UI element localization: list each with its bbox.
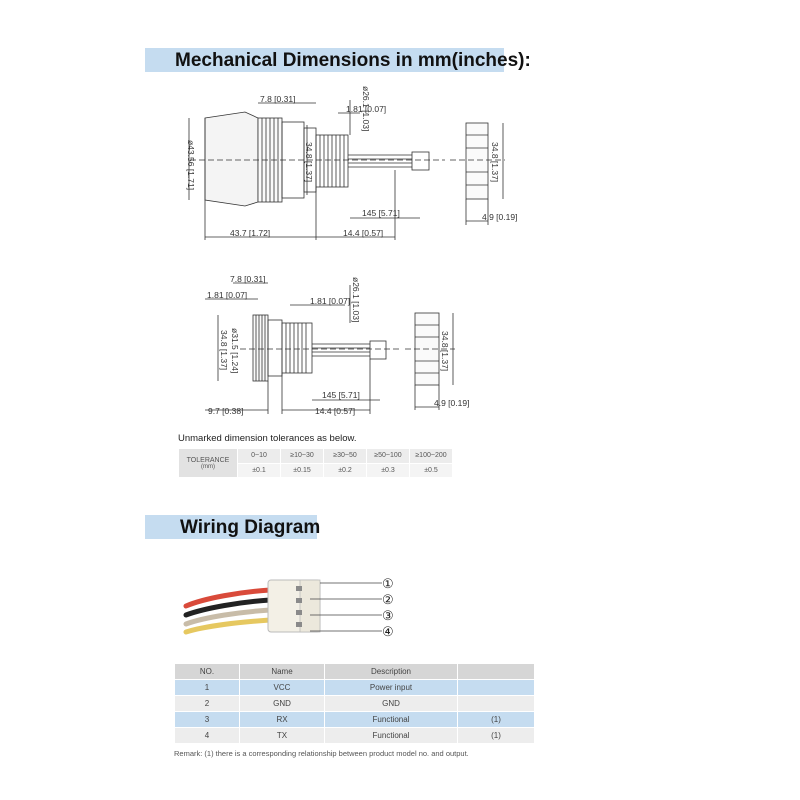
d2-dim-cable: 145 [5.71] xyxy=(322,390,360,400)
wire-2 xyxy=(183,597,273,618)
d1-dim-side: 34.8 [1.37] xyxy=(490,142,500,182)
row-extra: (1) xyxy=(457,727,535,744)
wiring-remark: Remark: (1) there is a corresponding rel… xyxy=(174,749,469,758)
d1-dim-top: 7.8 [0.31] xyxy=(260,94,295,104)
d1-dim-dia-top: ø26.1 [1.03] xyxy=(361,86,371,131)
tolerance-value: ±0.1 xyxy=(237,462,281,478)
tolerance-header-unit: (mm) xyxy=(201,463,215,470)
wire-1 xyxy=(183,587,273,609)
row-no: 2 xyxy=(174,695,240,712)
row-name: RX xyxy=(239,711,325,728)
d1-dim-small: 1.81 [0.07] xyxy=(346,104,386,114)
d2-dim-mid-small: 1.81 [0.07] xyxy=(310,296,350,306)
tolerance-range: ≥50~100 xyxy=(366,448,410,464)
pin-label: ① xyxy=(382,576,394,591)
wiring-row: 2 GND GND xyxy=(174,695,535,712)
tolerance-header: TOLERANCE (mm) xyxy=(178,448,238,478)
d2-dim-dia-inner: ø31.5 [1.24] xyxy=(230,328,240,373)
tolerance-note: Unmarked dimension tolerances as below. xyxy=(178,433,357,444)
connector-pin xyxy=(296,586,302,591)
row-description: GND xyxy=(324,695,458,712)
d1-dim-cable: 145 [5.71] xyxy=(362,208,400,218)
d1-dim-side-width: 4.9 [0.19] xyxy=(482,212,517,222)
row-name: GND xyxy=(239,695,325,712)
col-extra xyxy=(457,663,535,680)
row-no: 1 xyxy=(174,679,240,696)
d2-dim-top: 7.8 [0.31] xyxy=(230,274,265,284)
tolerance-value: ±0.2 xyxy=(323,462,367,478)
wiring-table: NO. Name Description 1 VCC Power input 2… xyxy=(174,663,535,744)
tolerance-range: ≥100~200 xyxy=(409,448,453,464)
d1-dim-bottom-right: 14.4 [0.57] xyxy=(343,228,383,238)
d2-dim-left-small: 1.81 [0.07] xyxy=(207,290,247,300)
tolerance-table: TOLERANCE (mm) 0~10 ≥10~30 ≥30~50 ≥50~10… xyxy=(178,448,453,478)
tolerance-value: ±0.15 xyxy=(280,462,324,478)
d2-dim-side-width: 4.9 [0.19] xyxy=(434,398,469,408)
tolerance-range: ≥30~50 xyxy=(323,448,367,464)
mechanical-banner: Mechanical Dimensions in mm(inches): xyxy=(145,48,531,72)
tolerance-value: ±0.3 xyxy=(366,462,410,478)
connector-pin xyxy=(296,610,302,615)
tolerance-header-label: TOLERANCE xyxy=(186,456,230,464)
wiring-row: 4 TX Functional (1) xyxy=(174,727,535,744)
row-no: 4 xyxy=(174,727,240,744)
d2-dim-side: 34.8 [1.37] xyxy=(440,331,450,371)
mechanical-drawing-2: 7.8 [0.31] 1.81 [0.07] 1.81 [0.07] ø26.1… xyxy=(205,274,469,416)
tolerance-range: 0~10 xyxy=(237,448,281,464)
pin-label: ④ xyxy=(382,624,394,639)
d2-dim-dia-top: ø26.1 [1.03] xyxy=(351,277,361,322)
pin-label: ③ xyxy=(382,608,394,623)
pin-label: ② xyxy=(382,592,394,607)
wiring-illustration: ① ② ③ ④ xyxy=(183,576,394,639)
row-extra xyxy=(457,695,535,712)
row-no: 3 xyxy=(174,711,240,728)
row-description: Functional xyxy=(324,727,458,744)
row-description: Functional xyxy=(324,711,458,728)
row-name: TX xyxy=(239,727,325,744)
wiring-banner: Wiring Diagram xyxy=(145,515,321,539)
connector-pin xyxy=(296,598,302,603)
wiring-row: 3 RX Functional (1) xyxy=(174,711,535,728)
connector-pin xyxy=(296,622,302,627)
row-extra xyxy=(457,679,535,696)
wire-3 xyxy=(183,607,273,627)
col-no: NO. xyxy=(174,663,240,680)
d2-dim-height: 34.8 [1.37] xyxy=(219,330,229,370)
wiring-title: Wiring Diagram xyxy=(180,517,321,538)
wiring-table-header: NO. Name Description xyxy=(174,663,535,680)
wiring-row: 1 VCC Power input xyxy=(174,679,535,696)
mechanical-drawing-1: 7.8 [0.31] 1.81 [0.07] ø26.1 [1.03] ø43.… xyxy=(186,86,517,240)
row-name: VCC xyxy=(239,679,325,696)
tolerance-value: ±0.5 xyxy=(409,462,453,478)
mechanical-title: Mechanical Dimensions in mm(inches): xyxy=(175,50,531,71)
d2-dim-bottom-left: 9.7 [0.38] xyxy=(208,406,243,416)
d1-dim-bottom-left: 43.7 [1.72] xyxy=(230,228,270,238)
d2-dim-bottom-right: 14.4 [0.57] xyxy=(315,406,355,416)
d1-dim-center: 34.8 [1.37] xyxy=(304,142,314,182)
row-description: Power input xyxy=(324,679,458,696)
col-name: Name xyxy=(239,663,325,680)
wire-4 xyxy=(183,617,273,635)
row-extra: (1) xyxy=(457,711,535,728)
d1-dim-dia-left: ø43.56 [1.71] xyxy=(186,140,196,190)
tolerance-range: ≥10~30 xyxy=(280,448,324,464)
col-description: Description xyxy=(324,663,458,680)
